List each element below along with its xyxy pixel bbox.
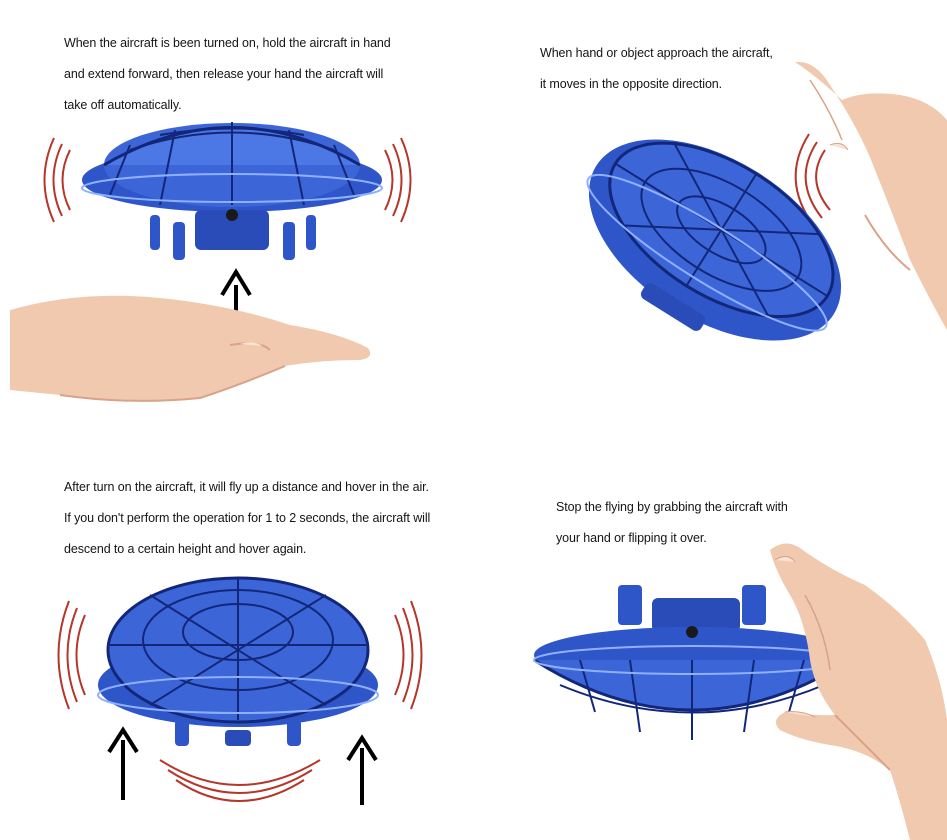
right-arrow-up-icon — [346, 734, 378, 805]
launch-caption-line-3: take off automatically. — [64, 98, 182, 112]
stop-caption-line-2: your hand or flipping it over. — [556, 531, 707, 545]
tilted-drone-icon — [586, 139, 842, 341]
left-arrow-up-icon — [107, 726, 139, 800]
panel-hover: After turn on the aircraft, it will fly … — [0, 420, 470, 840]
hover-caption-line-1: After turn on the aircraft, it will fly … — [64, 480, 429, 494]
stop-caption-line-1: Stop the flying by grabbing the aircraft… — [556, 500, 788, 514]
panel-launch: When the aircraft is been turned on, hol… — [0, 0, 470, 420]
drone-icon — [97, 576, 379, 746]
avoid-caption-line-2: it moves in the opposite direction. — [540, 77, 723, 91]
panel-stop: Stop the flying by grabbing the aircraft… — [470, 420, 947, 840]
hover-caption-line-3: descend to a certain height and hover ag… — [64, 542, 307, 556]
launch-illustration — [10, 122, 412, 402]
vertical-hand-icon — [795, 61, 947, 330]
hover-caption: After turn on the aircraft, it will fly … — [64, 472, 430, 565]
bottom-wave-icon — [159, 759, 321, 802]
flipped-drone-icon — [533, 585, 851, 740]
hover-illustration — [57, 576, 423, 805]
avoid-caption: When hand or object approach the aircraf… — [540, 38, 773, 100]
right-wave-icon — [384, 137, 412, 223]
left-wave-icon — [43, 137, 71, 223]
launch-caption-line-2: and extend forward, then release your ha… — [64, 67, 384, 81]
launch-caption-line-1: When the aircraft is been turned on, hol… — [64, 36, 391, 50]
open-palm-hand-icon — [10, 295, 371, 402]
avoid-caption-line-1: When hand or object approach the aircraf… — [540, 46, 773, 60]
launch-caption: When the aircraft is been turned on, hol… — [64, 28, 391, 121]
stop-caption: Stop the flying by grabbing the aircraft… — [556, 492, 788, 554]
avoid-illustration — [586, 61, 947, 341]
panel-avoid: When hand or object approach the aircraf… — [470, 0, 947, 420]
right-wave-icon — [394, 600, 423, 710]
left-wave-icon — [57, 600, 86, 710]
hover-caption-line-2: If you don't perform the operation for 1… — [64, 511, 431, 525]
stop-illustration — [533, 543, 947, 840]
grabbing-hand-icon — [770, 543, 947, 840]
drone-icon — [81, 122, 383, 260]
